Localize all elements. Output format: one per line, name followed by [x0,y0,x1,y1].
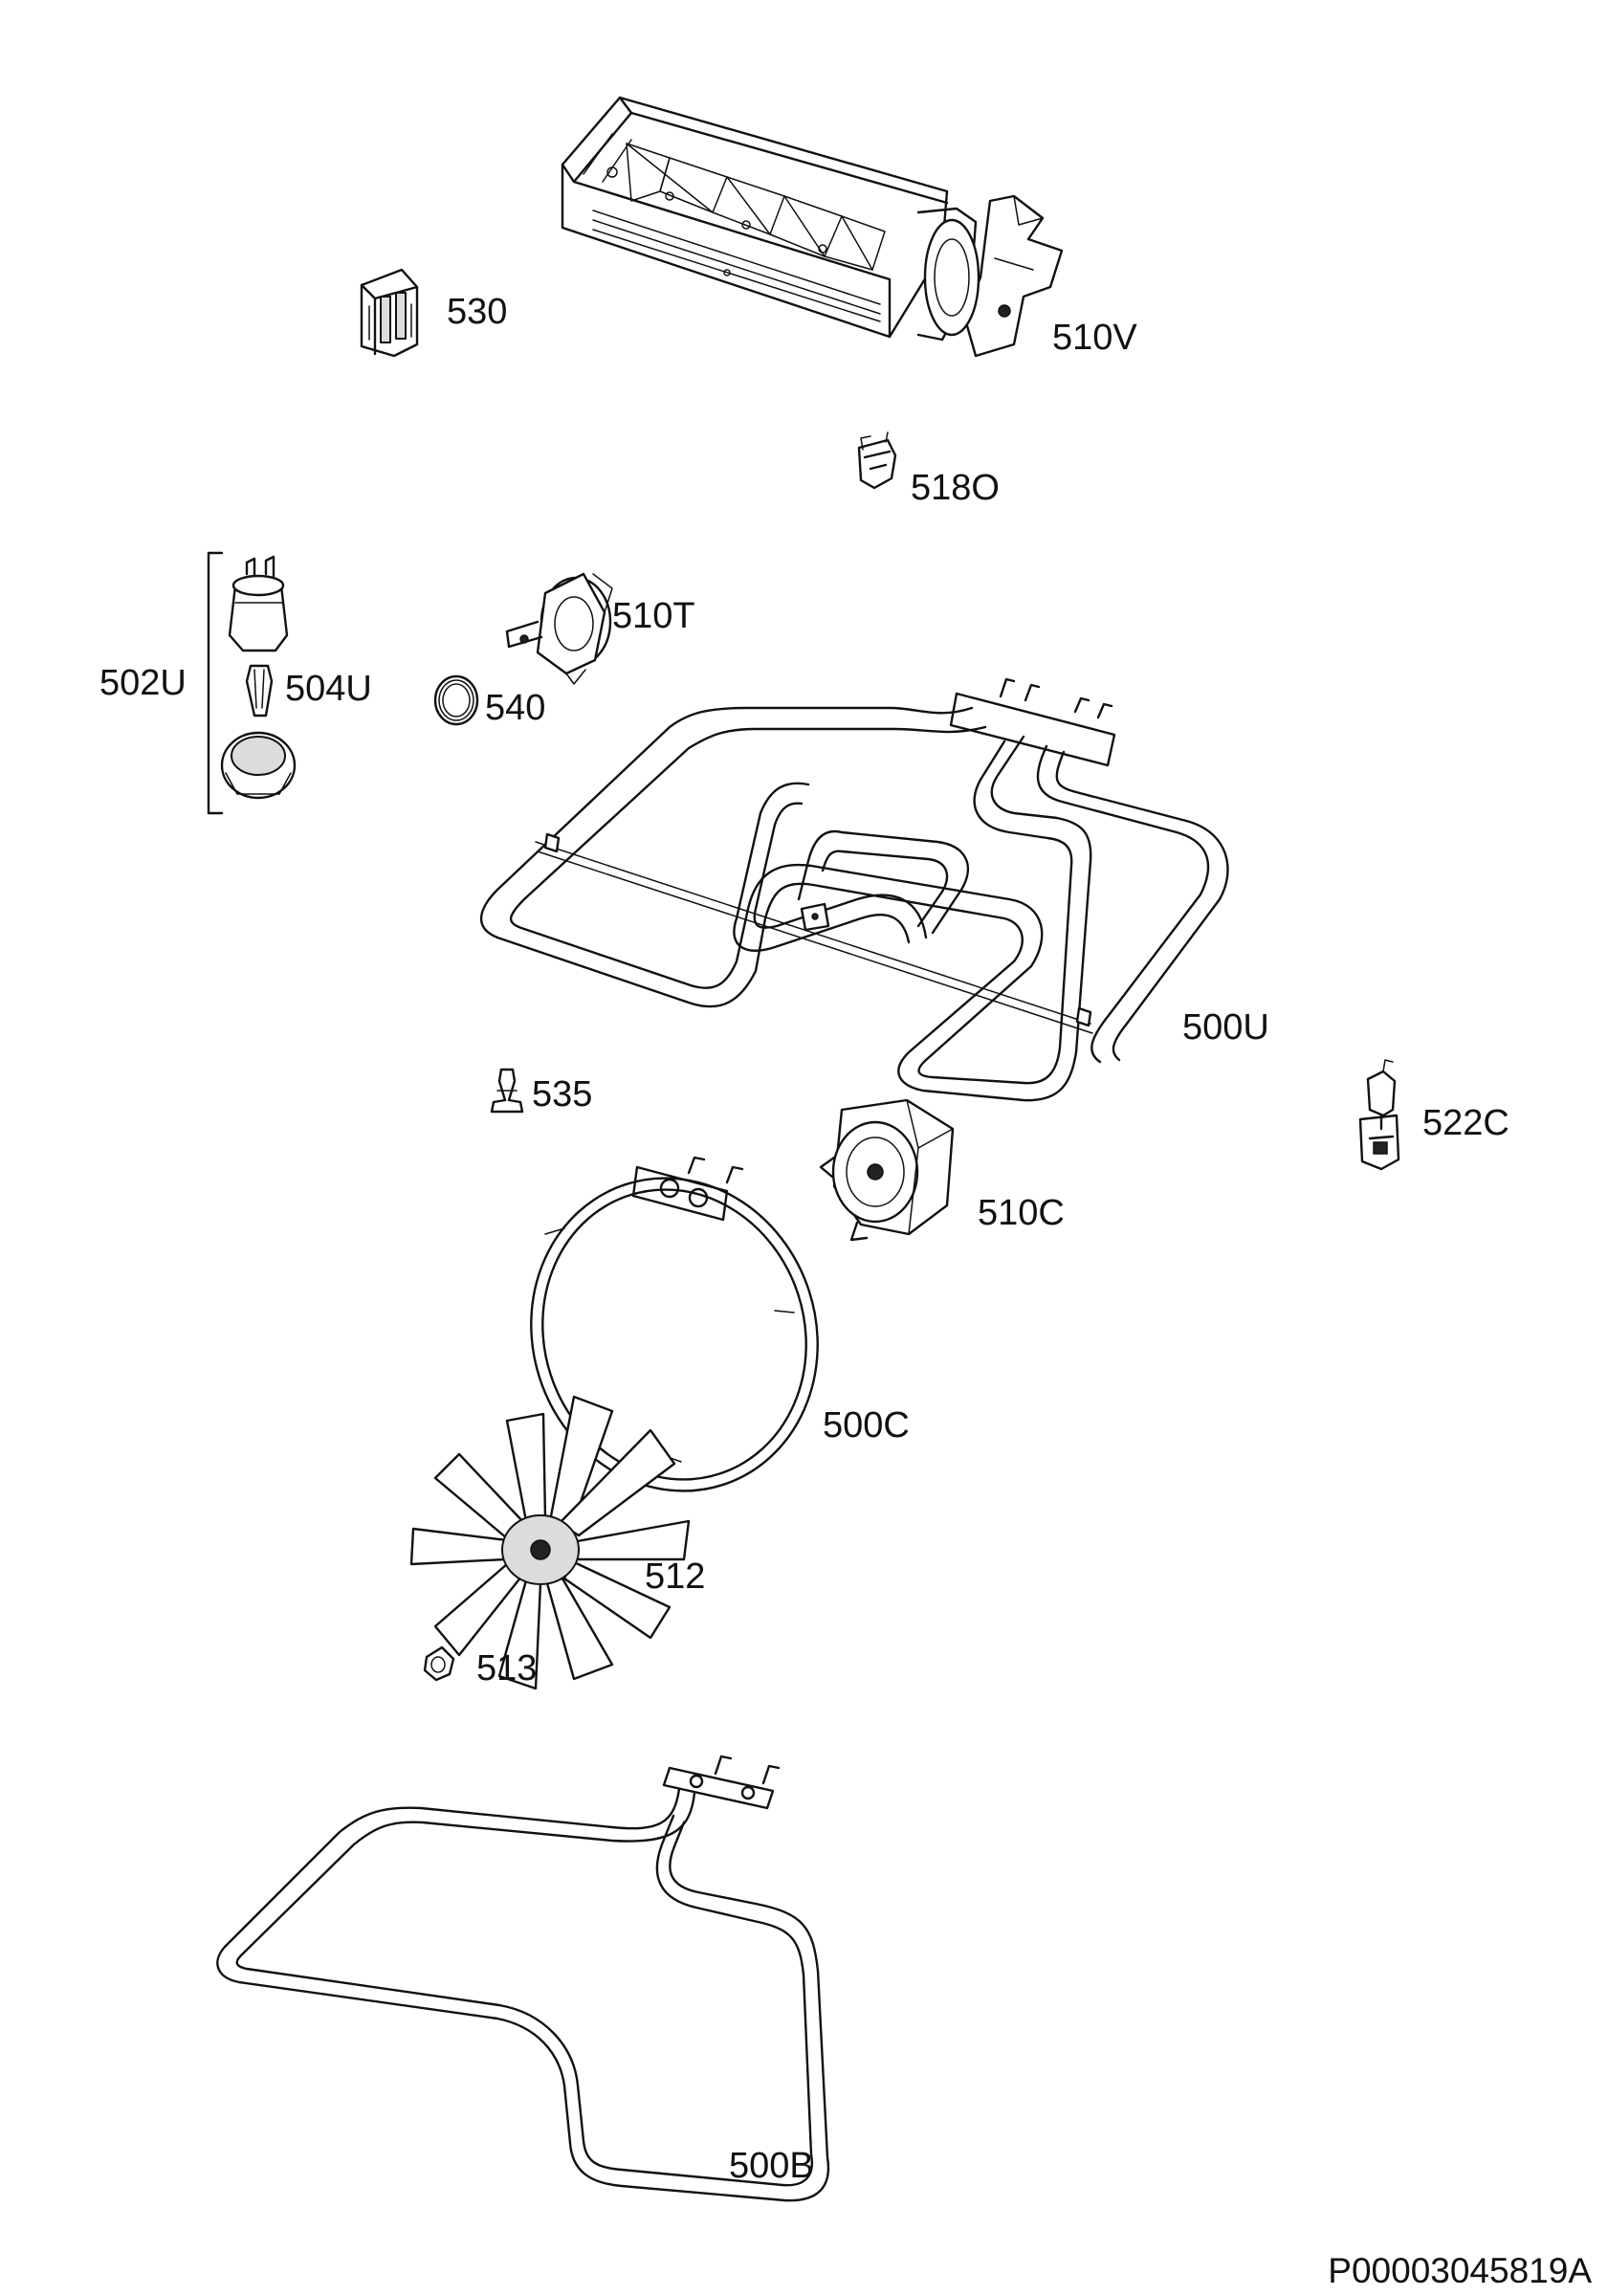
label-513: 513 [476,1648,537,1689]
part-522c-door-switch [1358,1059,1400,1171]
label-500u: 500U [1182,1007,1269,1048]
label-540: 540 [485,688,545,728]
label-510v: 510V [1052,318,1137,358]
label-502u: 502U [99,663,187,703]
label-530: 530 [447,292,507,332]
part-512-fan-wheel [409,1395,691,1690]
part-500b-bottom-element [216,1755,830,2202]
label-510t: 510T [612,596,695,636]
label-522c: 522C [1422,1103,1509,1143]
part-540-gasket [433,674,479,726]
label-500b: 500B [729,2146,814,2186]
label-510c: 510C [978,1193,1065,1233]
part-500c-circular-element [530,1156,819,1492]
part-535-sensor [490,1068,524,1114]
label-512: 512 [645,1556,705,1597]
label-504u: 504U [285,669,372,709]
part-500u-grill-element [479,677,1229,1102]
drawing-reference-number: P00003045819A [1328,2251,1592,2290]
label-500c: 500C [823,1405,910,1446]
part-510t-turnspit-motor [505,572,613,685]
label-535: 535 [532,1074,592,1115]
label-518o: 518O [911,468,1000,508]
part-510v-cooling-fan [561,96,1064,358]
part-518o-clip [857,431,897,490]
part-510c-fan-motor [819,1098,955,1242]
part-530-terminal-block [360,268,419,358]
part-502u-lamp-assembly [207,551,297,815]
part-513-nut [423,1645,455,1682]
